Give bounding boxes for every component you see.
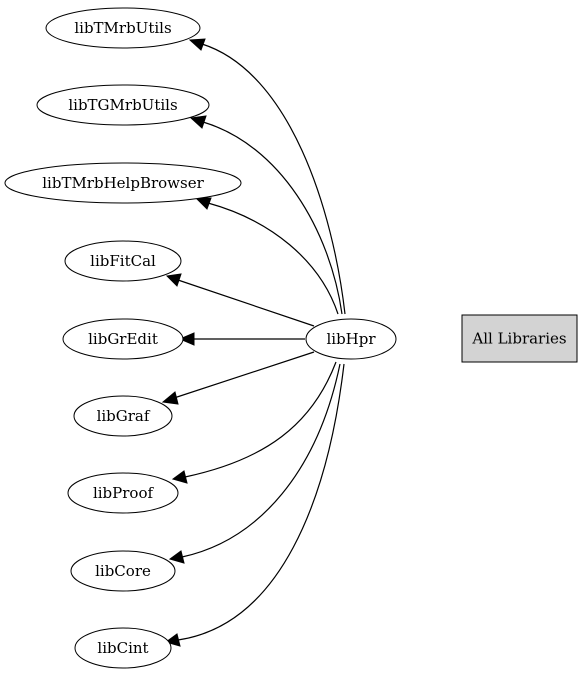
edge-libhpr-libfitcal xyxy=(177,279,315,327)
all-libraries-label: All Libraries xyxy=(471,330,566,348)
arrowhead-libtmrbhelpbrowser xyxy=(194,197,212,210)
node-libtmrbutils[interactable]: libTMrbUtils xyxy=(45,7,201,49)
arrowhead-libtmrbutils xyxy=(188,38,206,51)
node-ellipse xyxy=(62,318,184,360)
node-libtgmrbutils[interactable]: libTGMrbUtils xyxy=(36,84,210,126)
node-label: libCint xyxy=(97,639,148,657)
node-ellipse xyxy=(67,472,179,514)
edge-libhpr-libproof xyxy=(184,361,337,478)
all-libraries-box xyxy=(461,314,578,363)
node-ellipse xyxy=(74,627,172,669)
node-label: libTMrbHelpBrowser xyxy=(42,174,204,192)
node-ellipse xyxy=(64,240,182,282)
arrowhead-libfitcal xyxy=(165,273,182,287)
edge-libhpr-libcint xyxy=(177,363,345,641)
node-label: libGraf xyxy=(97,407,151,425)
node-label: libCore xyxy=(95,562,151,580)
node-ellipse xyxy=(73,395,173,437)
arrowhead-libtgmrbutils xyxy=(189,115,207,129)
node-ellipse xyxy=(45,7,201,49)
edge-libhpr-libgraf xyxy=(173,351,315,399)
all-libraries-node[interactable]: All Libraries xyxy=(461,314,578,363)
node-label: libProof xyxy=(93,484,155,502)
node-libtmrbhelpbrowser[interactable]: libTMrbHelpBrowser xyxy=(4,162,242,204)
edge-libhpr-libtgmrbutils xyxy=(202,121,343,315)
node-ellipse xyxy=(4,162,242,204)
node-libcore[interactable]: libCore xyxy=(70,550,176,592)
node-libcint[interactable]: libCint xyxy=(74,627,172,669)
arrowhead-libgraf xyxy=(161,391,179,405)
node-ellipse xyxy=(36,84,210,126)
node-libproof[interactable]: libProof xyxy=(67,472,179,514)
arrowhead-libproof xyxy=(171,470,188,484)
node-libgraf[interactable]: libGraf xyxy=(73,395,173,437)
edge-libhpr-libcore xyxy=(181,363,341,558)
node-libfitcal[interactable]: libFitCal xyxy=(64,240,182,282)
arrowhead-libgredit xyxy=(178,332,195,346)
node-label: libTGMrbUtils xyxy=(68,96,177,114)
edge-libhpr-libtmrbutils xyxy=(201,43,346,315)
node-label: libHpr xyxy=(326,330,376,348)
node-label: libGrEdit xyxy=(88,330,158,348)
node-libgredit[interactable]: libGrEdit xyxy=(62,318,184,360)
node-ellipse xyxy=(70,550,176,592)
arrowhead-libcore xyxy=(168,550,185,564)
edges xyxy=(173,43,346,641)
node-libhpr[interactable]: libHpr xyxy=(305,318,397,360)
node-ellipse xyxy=(305,318,397,360)
node-label: libTMrbUtils xyxy=(74,19,171,37)
arrowheads xyxy=(161,38,212,647)
edge-libhpr-libtmrbhelpbrowser xyxy=(207,202,339,315)
node-label: libFitCal xyxy=(90,252,156,270)
